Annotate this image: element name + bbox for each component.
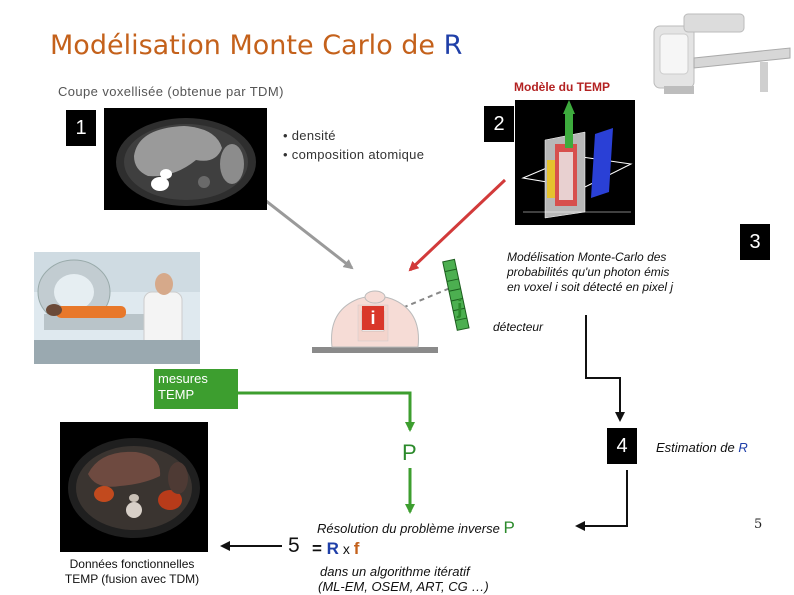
page-title: Modélisation Monte Carlo de R [50, 30, 462, 61]
property-density: • densité [283, 128, 336, 143]
measures-temp-box: mesures TEMP [154, 369, 238, 409]
patient-detector-schematic [312, 258, 470, 353]
arrow-step4-to-inverse [575, 470, 628, 531]
algorithm-note: dans un algorithme itératif (ML-EM, OSEM… [318, 564, 489, 594]
arrow-step3-to-step4 [585, 315, 625, 422]
arrow-measures-to-p [236, 391, 415, 432]
estimation-symbol: R [738, 440, 748, 455]
detector-label: détecteur [493, 320, 544, 334]
inverse-problem-p: P [503, 518, 515, 537]
title-text: Modélisation Monte Carlo de [50, 30, 444, 61]
functional-caption: Données fonctionnelles TEMP (fusion avec… [32, 557, 232, 587]
spect-model-label: Modèle du TEMP [514, 80, 610, 94]
mc-line-1: Modélisation Monte-Carlo des [507, 250, 667, 264]
functional-image [60, 422, 208, 552]
step-3-badge: 3 [740, 224, 770, 260]
title-symbol: R [443, 30, 463, 61]
equation-equals: = [312, 539, 327, 558]
voxel-properties: • densité • composition atomique [283, 126, 424, 164]
pixel-j-label: j [457, 297, 463, 319]
equation: = R x f [312, 539, 359, 559]
arrow-ct-to-patient [251, 188, 354, 270]
step-4-badge: 4 [607, 428, 637, 464]
algorithm-line-1: dans un algorithme itératif [320, 564, 470, 579]
step-5-number: 5 [288, 534, 300, 557]
arrow-model-to-patient [408, 178, 507, 272]
measures-line-1: mesures [158, 371, 208, 386]
spect-scanner-photo [640, 6, 794, 98]
inverse-problem-line: Résolution du problème inverse P [317, 518, 515, 538]
functional-caption-line-1: Données fonctionnelles [69, 557, 195, 571]
equation-f: f [353, 539, 360, 558]
algorithm-line-2: (ML-EM, OSEM, ART, CG …) [318, 579, 489, 594]
equation-r: R [326, 539, 339, 558]
measures-line-2: TEMP [158, 387, 195, 402]
projection-p: P [402, 440, 417, 465]
mc-line-3: en voxel i soit détecté en pixel j [507, 280, 674, 294]
estimation-label: Estimation de R [656, 440, 748, 455]
step-1-badge: 1 [66, 110, 96, 146]
monte-carlo-description: Modélisation Monte-Carlo des probabilité… [507, 250, 673, 295]
page-number: 5 [754, 517, 763, 532]
mc-line-2: probabilités qu'un photon émis [507, 265, 670, 279]
ct-slice-image [104, 108, 267, 210]
spect-model-image [515, 100, 635, 225]
ct-slice-label: Coupe voxellisée (obtenue par TDM) [58, 84, 284, 99]
inverse-problem-text: Résolution du problème inverse [317, 521, 504, 536]
functional-caption-line-2: TEMP (fusion avec TDM) [64, 572, 200, 586]
equation-times: x [338, 541, 354, 557]
step-2-badge: 2 [484, 106, 514, 142]
clinical-photo [34, 252, 200, 364]
estimation-text: Estimation de [656, 440, 739, 455]
property-composition: • composition atomique [283, 147, 425, 162]
voxel-i-label: i [362, 306, 384, 330]
